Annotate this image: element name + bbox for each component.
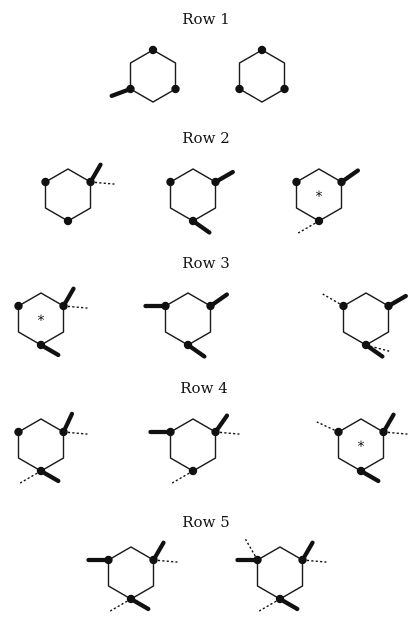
- hexagon-ring: [17, 418, 65, 472]
- hexagon-ring: [169, 418, 217, 472]
- atom-dot: [211, 427, 220, 437]
- atom-dot: [361, 340, 371, 350]
- row-1-label: Row 1: [182, 10, 230, 28]
- row-4-label: Row 4: [180, 379, 228, 397]
- star-marker: *: [38, 313, 45, 329]
- atom-dot: [161, 301, 170, 311]
- atom-dot: [206, 301, 215, 311]
- hexagon-ring: [164, 292, 212, 346]
- atom-dot: [171, 84, 180, 94]
- atom-dot: [36, 466, 46, 476]
- atom-dot: [314, 216, 324, 226]
- atom-dot: [36, 340, 46, 350]
- atom-dot: [166, 427, 175, 437]
- atom-dot: [148, 45, 158, 55]
- atom-dot: [166, 177, 175, 187]
- atom-dot: [188, 216, 198, 226]
- hexagon-ring: [44, 168, 92, 222]
- atom-dot: [379, 427, 388, 437]
- atom-dot: [334, 427, 343, 437]
- atom-dot: [298, 555, 307, 565]
- atom-dot: [41, 177, 50, 187]
- atom-dot: [280, 84, 289, 94]
- atom-dot: [292, 177, 301, 187]
- row-2-label: Row 2: [182, 129, 230, 147]
- atom-dot: [188, 466, 198, 476]
- atom-dot: [126, 594, 136, 604]
- atom-dot: [126, 84, 135, 94]
- atom-dot: [356, 466, 366, 476]
- hexagon-ring: [238, 49, 286, 103]
- atom-dot: [14, 427, 23, 437]
- hexagon-ring: [107, 546, 155, 600]
- atom-dot: [257, 45, 267, 55]
- atom-dot: [63, 216, 73, 226]
- atom-dot: [14, 301, 23, 311]
- star-marker: *: [358, 439, 365, 455]
- atom-dot: [59, 301, 68, 311]
- atom-dot: [86, 177, 95, 187]
- row-3-label: Row 3: [182, 254, 230, 272]
- atom-dot: [339, 301, 348, 311]
- hexagon-ring: [256, 546, 304, 600]
- star-marker: *: [316, 189, 323, 205]
- hexagon-ring: [129, 49, 177, 103]
- row-5-label: Row 5: [182, 513, 230, 531]
- hexagon-ring: [169, 168, 217, 222]
- atom-dot: [59, 427, 68, 437]
- atom-dot: [211, 177, 220, 187]
- atom-dot: [337, 177, 346, 187]
- atom-dot: [253, 555, 262, 565]
- atom-dot: [384, 301, 393, 311]
- atom-dot: [104, 555, 113, 565]
- hexagon-ring: [342, 292, 390, 346]
- atom-dot: [275, 594, 285, 604]
- atom-dot: [149, 555, 158, 565]
- atom-dot: [235, 84, 244, 94]
- atom-dot: [183, 340, 193, 350]
